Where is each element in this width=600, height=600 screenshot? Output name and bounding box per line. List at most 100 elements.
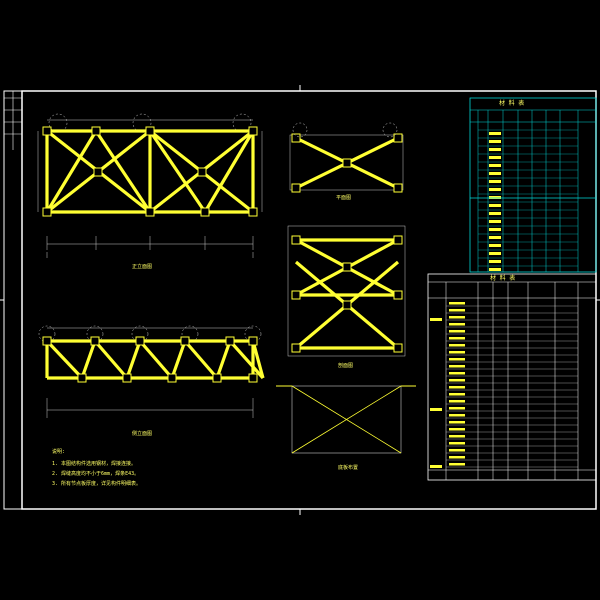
table-cell-text [489, 172, 501, 175]
gusset-plate [145, 126, 155, 136]
truss-member [203, 130, 255, 213]
front-view-label: 正立面图 [132, 264, 153, 270]
gusset-plate [180, 336, 190, 346]
notes-heading: 说明: [52, 449, 66, 455]
truss-member [228, 339, 265, 380]
gusset-plate [248, 373, 258, 383]
table-cell-text [489, 180, 501, 183]
gusset-plate [342, 158, 352, 168]
table-cell-text [449, 330, 465, 333]
table-cell-text [449, 316, 465, 319]
gusset-plate [212, 373, 222, 383]
table-cell-text [449, 309, 465, 312]
table-cell-text [489, 188, 501, 191]
right-top-view-label: 平面图 [336, 195, 352, 201]
gusset-plate [393, 235, 403, 245]
table-cell-text [489, 260, 501, 263]
base-plate-outline [291, 385, 402, 454]
table-cell-text [489, 220, 501, 223]
gusset-plate [248, 207, 258, 217]
bottom-view-label: 侧立面图 [132, 431, 153, 437]
table-cell-text [489, 244, 501, 247]
gusset-plate [342, 262, 352, 272]
table-cell-text [449, 428, 465, 431]
gusset-plate [393, 343, 403, 353]
table-cell-text [449, 407, 465, 410]
material-table-title: 材 料 表 [499, 100, 525, 107]
notes-line-3: 3. 所有节点板厚度，详见构件明细表。 [52, 481, 142, 487]
view-outline [289, 134, 404, 191]
drawing-frame [21, 90, 597, 510]
sheet-border [3, 90, 597, 510]
gusset-plate [248, 126, 258, 136]
gusset-plate [393, 133, 403, 143]
table-cell-text [489, 212, 501, 215]
gusset-plate [77, 373, 87, 383]
truss-member [215, 340, 232, 379]
table-cell-text [489, 268, 501, 271]
table-cell-text [449, 386, 465, 389]
group-label [430, 318, 442, 321]
table-cell-text [449, 351, 465, 354]
table-cell-text [489, 140, 501, 143]
table-cell-text [449, 379, 465, 382]
right-bottom-view-label: 底板布置 [338, 465, 359, 471]
bolt-circle [292, 122, 308, 138]
truss-member [94, 130, 152, 213]
truss-member [125, 340, 142, 379]
truss-member [183, 339, 219, 380]
bolt-circle [48, 113, 68, 133]
gusset-plate [342, 300, 352, 310]
gusset-plate [93, 167, 103, 177]
table-cell-text [449, 323, 465, 326]
bolt-circle [232, 113, 252, 133]
table-cell-text [489, 204, 501, 207]
truss-member [251, 340, 265, 379]
table-cell-text [449, 358, 465, 361]
truss-member [45, 339, 84, 380]
table-cell-text [449, 421, 465, 424]
bolt-circle [132, 113, 152, 133]
truss-member [170, 340, 187, 379]
truss-member [148, 130, 207, 213]
gusset-plate [135, 336, 145, 346]
material-table [469, 97, 597, 273]
table-cell-text [449, 393, 465, 396]
group-label [430, 465, 442, 468]
parts-table-title: 材 料 表 [490, 275, 516, 282]
table-cell-text [449, 400, 465, 403]
group-label [430, 408, 442, 411]
gusset-plate [122, 373, 132, 383]
gusset-plate [42, 336, 52, 346]
table-cell-text [449, 449, 465, 452]
table-cell-text [449, 456, 465, 459]
plate-diagonal [291, 385, 402, 454]
gusset-plate [42, 126, 52, 136]
gusset-plate [197, 167, 207, 177]
gusset-plate [145, 207, 155, 217]
truss-member [93, 339, 129, 380]
gusset-plate [167, 373, 177, 383]
table-cell-text [489, 228, 501, 231]
gusset-plate [248, 336, 258, 346]
table-cell-text [489, 132, 501, 135]
table-cell-text [449, 414, 465, 417]
table-cell-text [489, 148, 501, 151]
table-cell-text [449, 463, 465, 466]
table-cell-text [489, 252, 501, 255]
gusset-plate [393, 290, 403, 300]
gusset-plate [90, 336, 100, 346]
truss-member [138, 339, 174, 380]
table-cell-text [489, 196, 501, 199]
gusset-plate [291, 183, 301, 193]
table-cell-text [449, 442, 465, 445]
table-cell-text [449, 302, 465, 305]
notes-line-1: 1. 本图结构件选用钢材，焊接连接。 [52, 461, 137, 467]
table-cell-text [449, 365, 465, 368]
parts-table [427, 273, 597, 481]
gusset-plate [91, 126, 101, 136]
table-cell-text [449, 337, 465, 340]
truss-member [80, 340, 97, 379]
truss-member [45, 130, 98, 213]
